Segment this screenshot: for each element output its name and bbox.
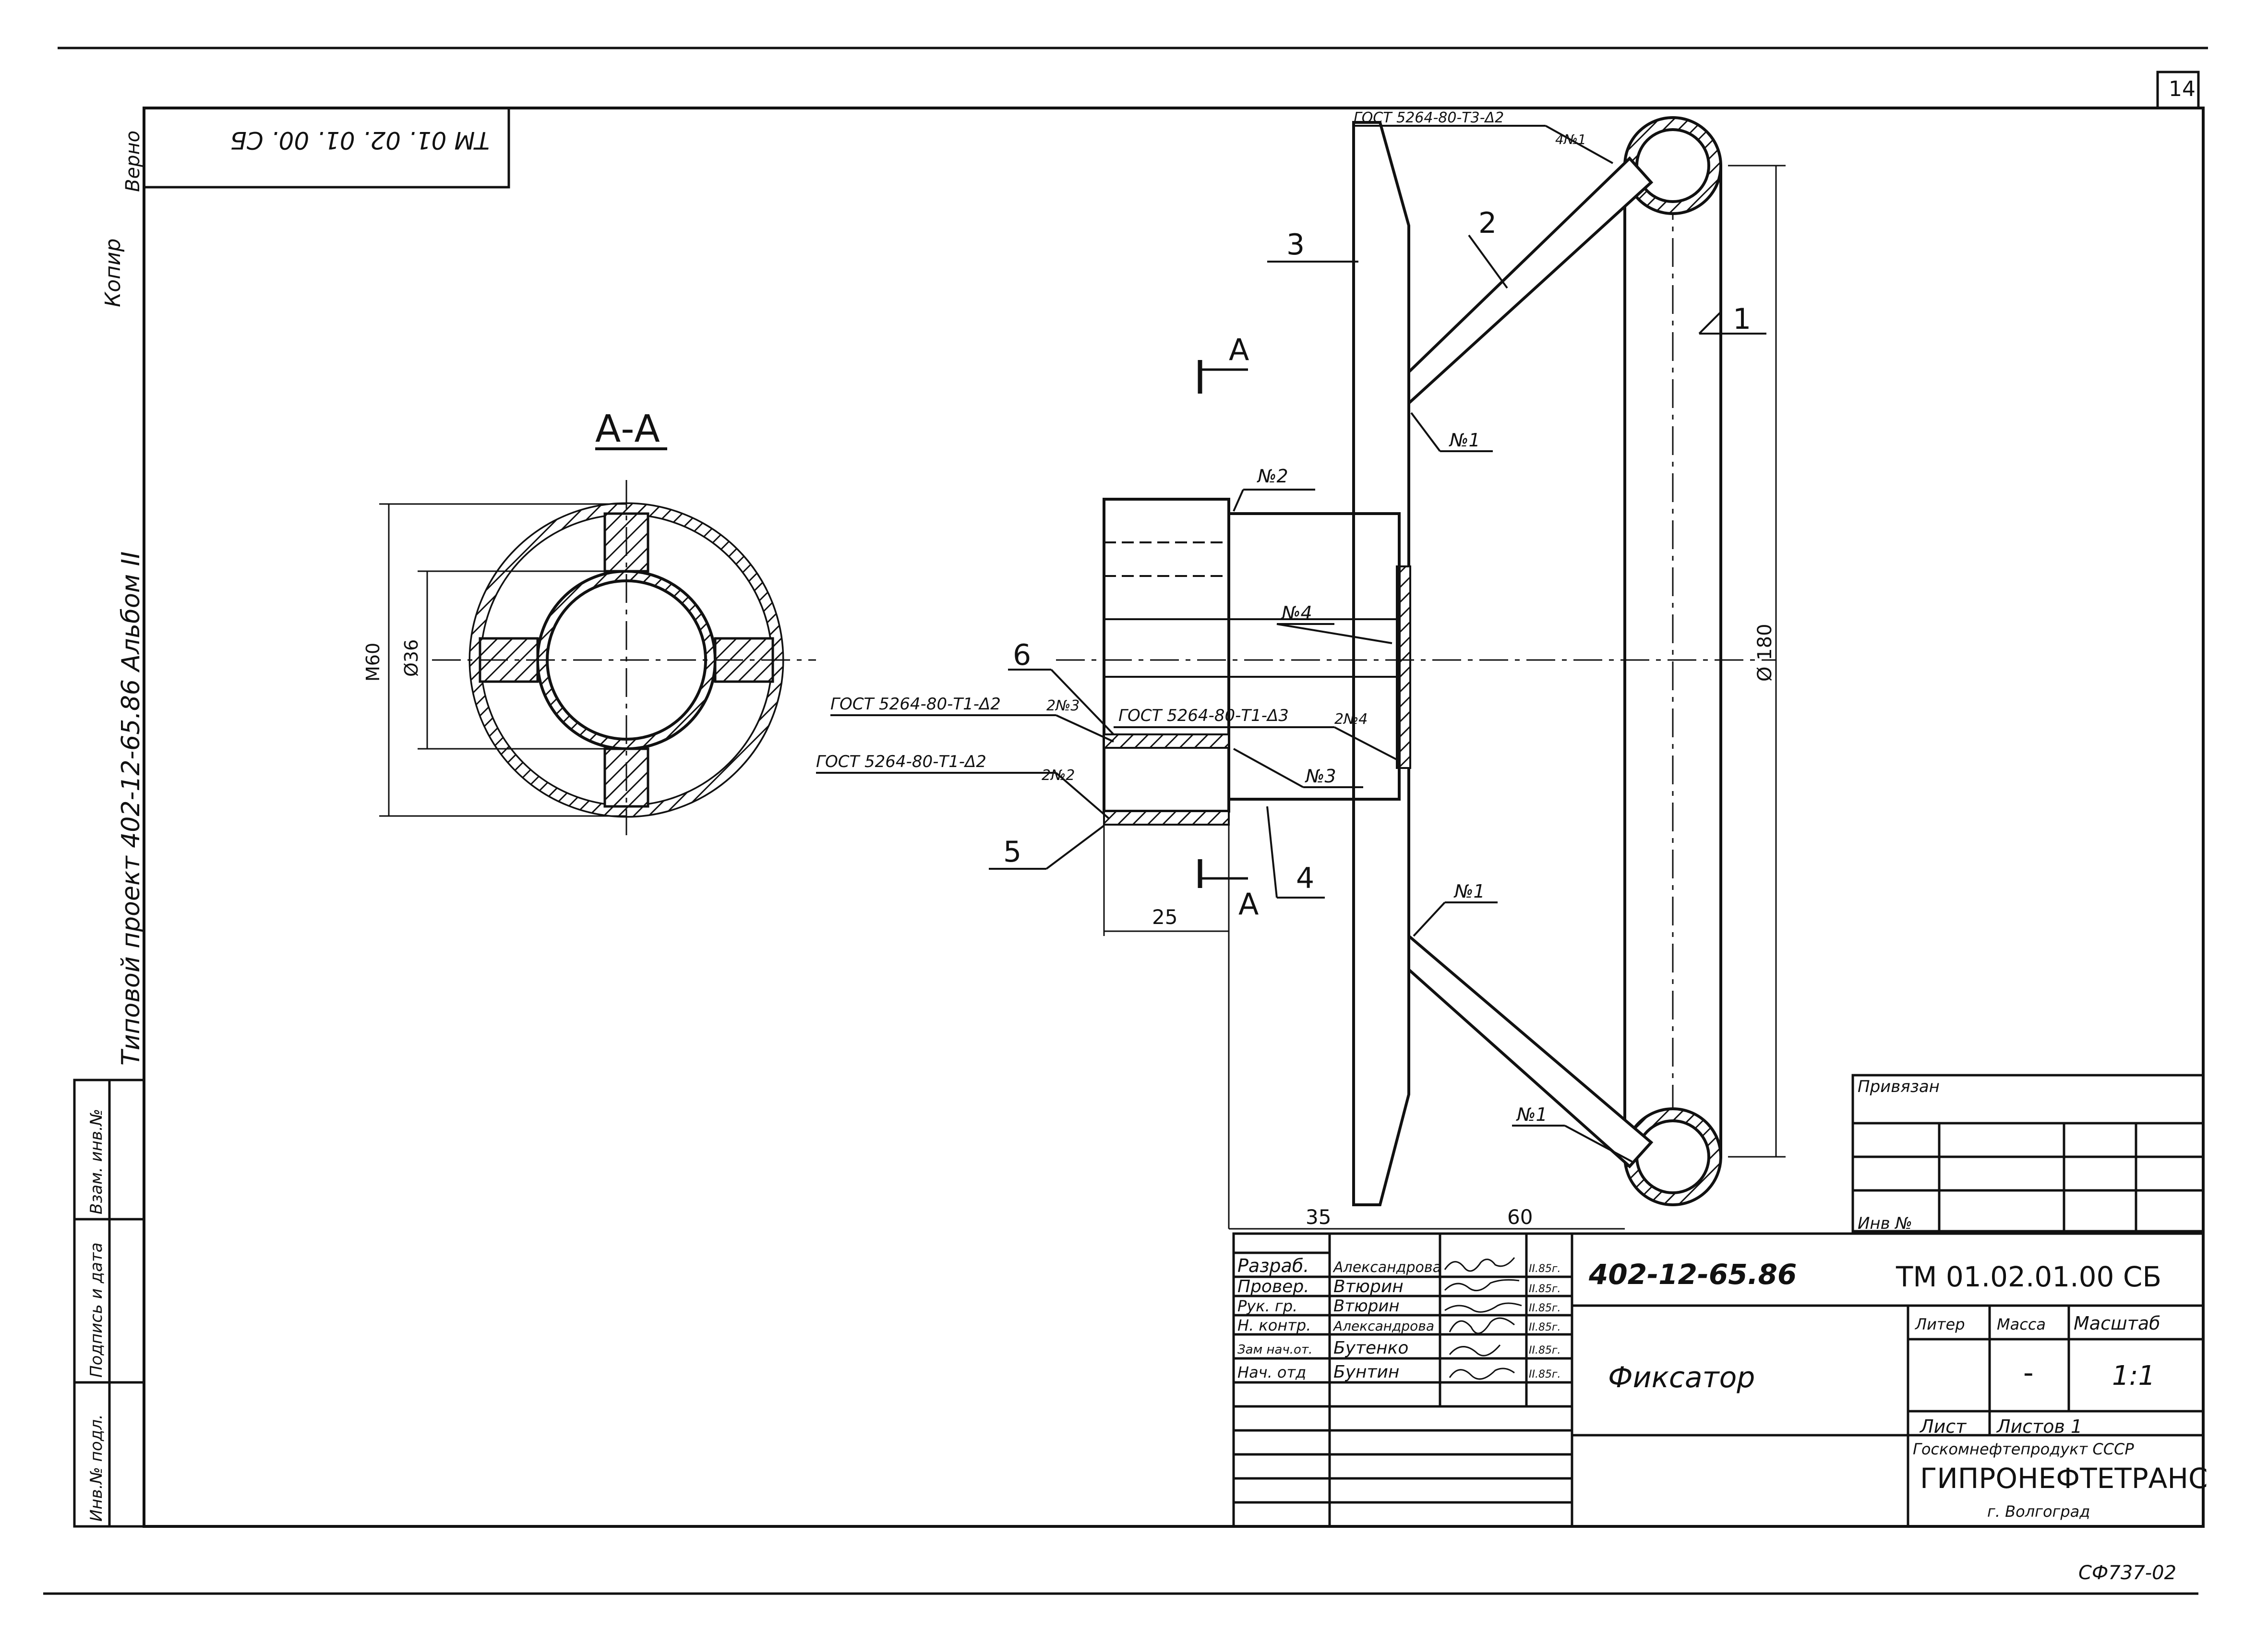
org-line-1: Госкомнефтепродукт СССР — [1913, 1440, 2134, 1458]
col-liter: Литер — [1915, 1315, 1965, 1333]
sheet-label: Лист — [1919, 1416, 1967, 1437]
doc-code: 402-12-65.86 — [1588, 1258, 1797, 1291]
inverted-code-box: ТМ 01. 02. 01. 00. СБ — [143, 107, 510, 189]
part-label-6: 6 — [1013, 638, 1031, 672]
org-line-3: г. Волгоград — [1987, 1502, 2090, 1521]
section-view-a-a: А-А М60 Ø36 — [362, 408, 816, 835]
left-margin-strip — [73, 1079, 145, 1528]
date-4: II.85г. — [1529, 1344, 1561, 1356]
name-5: Бунтин — [1333, 1362, 1399, 1382]
privyazan-inv: Инв № — [1858, 1214, 1912, 1233]
assembly-code: ТМ 01.02.01.00 СБ — [1896, 1260, 2161, 1293]
part-label-3: 3 — [1286, 228, 1305, 262]
copy-label: Копир — [101, 239, 125, 307]
weld-note-5: ГОСТ 5264-80-Т1-Δ2 — [816, 752, 986, 771]
date-5: II.85г. — [1529, 1368, 1561, 1380]
date-2: II.85г. — [1529, 1302, 1561, 1314]
weld-number-n2: №2 — [1257, 466, 1288, 487]
role-4: Зам нач.от. — [1237, 1343, 1312, 1357]
org-line-2: ГИПРОНЕФТЕТРАНС — [1920, 1462, 2208, 1495]
sheet-borders — [43, 47, 2208, 1595]
role-0: Разраб. — [1237, 1255, 1309, 1276]
weld-count-mid: 2№4 — [1334, 711, 1368, 728]
weld-count-6: 2№3 — [1046, 697, 1080, 714]
part-label-4: 4 — [1296, 862, 1314, 895]
privyazan-box — [1851, 1074, 2205, 1233]
role-3: Н. контр. — [1237, 1316, 1311, 1334]
part-name: Фиксатор — [1608, 1361, 1755, 1394]
vzam-label: Взам. инв.№ — [87, 1109, 106, 1214]
weld-number-n1-mid: №1 — [1453, 881, 1485, 902]
role-5: Нач. отд — [1237, 1363, 1306, 1381]
dim-35: 35 — [1306, 1205, 1331, 1229]
col-mass: Масса — [1997, 1315, 2046, 1333]
privyazan-title: Привязан — [1858, 1077, 1940, 1096]
part-label-2: 2 — [1478, 206, 1497, 240]
name-3: Александрова — [1332, 1318, 1434, 1334]
mass-value: - — [2023, 1356, 2034, 1390]
dim-180: Ø 180 — [1754, 624, 1776, 682]
weld-count-5: 2№2 — [1042, 767, 1075, 784]
date-0: II.85г. — [1529, 1263, 1561, 1275]
sheet-number: 14 — [2169, 77, 2196, 101]
name-1: Втюрин — [1333, 1277, 1404, 1296]
name-4: Бутенко — [1333, 1338, 1408, 1358]
main-view — [816, 116, 1786, 1230]
name-2: Втюрин — [1333, 1296, 1400, 1316]
role-1: Провер. — [1237, 1277, 1309, 1296]
weld-number-n3: №3 — [1305, 766, 1336, 787]
footer-code: СФ737-02 — [2078, 1562, 2176, 1584]
weld-number-n1-bot: №1 — [1516, 1104, 1548, 1125]
weld-count-top: 4№1 — [1555, 132, 1586, 147]
section-marker-top: А — [1229, 332, 1249, 367]
podpis-label: Подпись и дата — [87, 1242, 106, 1378]
weld-note-top: ГОСТ 5264-80-Т3-Δ2 — [1354, 109, 1504, 126]
sheets-label: Листов 1 — [1996, 1416, 2082, 1437]
scale-value: 1:1 — [2112, 1360, 2155, 1392]
col-scale: Масштаб — [2074, 1313, 2160, 1334]
dim-m60: М60 — [362, 643, 384, 682]
dim-25: 25 — [1152, 905, 1177, 929]
project-text: Типовой проект 402-12-65.86 Альбом II — [117, 552, 145, 1066]
weld-number-n4: №4 — [1281, 602, 1312, 624]
part-label-1: 1 — [1733, 302, 1751, 336]
inverted-code: ТМ 01. 02. 01. 00. СБ — [230, 126, 490, 154]
weld-note-mid: ГОСТ 5264-80-Т1-Δ3 — [1118, 706, 1289, 725]
date-1: II.85г. — [1529, 1283, 1561, 1295]
dim-d36: Ø36 — [401, 639, 422, 677]
title-block — [1232, 1232, 2205, 1528]
weld-number-n1-top: №1 — [1449, 430, 1480, 451]
name-0: Александрова — [1332, 1259, 1441, 1276]
part-label-5: 5 — [1003, 835, 1021, 869]
section-title: А-А — [595, 408, 660, 451]
title-roles: Разраб. Александрова II.85г. Провер. Втю… — [1237, 1255, 1561, 1382]
section-marker-bottom: А — [1238, 887, 1259, 922]
weld-note-6: ГОСТ 5264-80-Т1-Δ2 — [830, 695, 1001, 714]
role-2: Рук. гр. — [1237, 1297, 1297, 1315]
signatures — [1444, 1257, 1522, 1380]
date-3: II.85г. — [1529, 1321, 1561, 1333]
verified-label: Верно — [122, 131, 144, 192]
dim-60: 60 — [1507, 1205, 1533, 1229]
inv-podl-label: Инв.№ подл. — [87, 1414, 106, 1522]
